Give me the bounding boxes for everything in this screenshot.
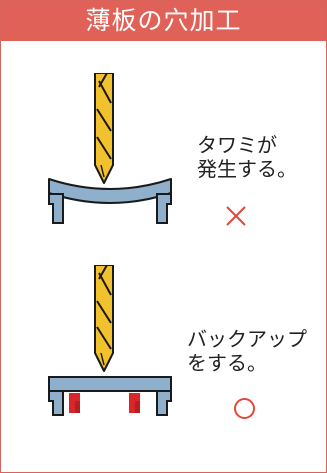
- backup-block-right: [129, 393, 140, 413]
- circle-icon: [234, 398, 255, 419]
- drill-bit-icon: [94, 73, 114, 184]
- deflection-illustration: [48, 73, 172, 224]
- backup-illustration: [48, 265, 172, 416]
- flat-plate-with-backup: [48, 376, 172, 416]
- backup-caption: バックアップ をする。: [187, 327, 307, 375]
- diagram-title: 薄板の穴加工: [1, 1, 326, 41]
- drill-bit-icon: [94, 265, 114, 372]
- bent-plate: [48, 178, 172, 224]
- deflection-caption: タワミが 発生する。: [197, 133, 297, 181]
- cross-icon: [226, 206, 246, 226]
- backup-block-left: [69, 393, 80, 413]
